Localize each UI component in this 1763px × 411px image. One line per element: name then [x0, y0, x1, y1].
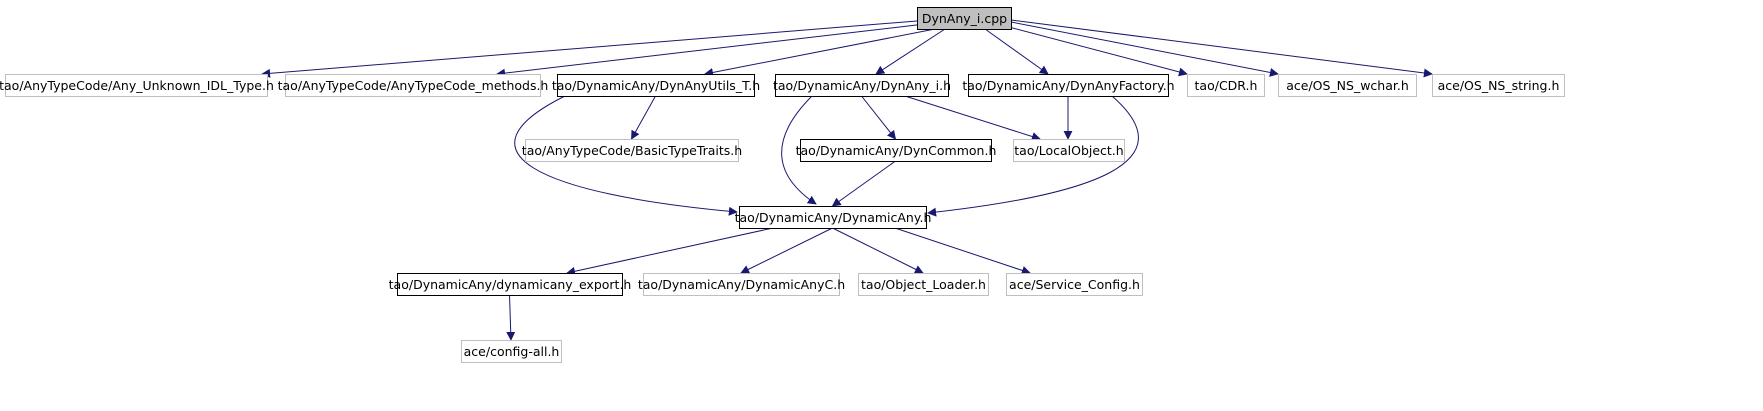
node-label-dyncommon: tao/DynamicAny/DynCommon.h [796, 143, 997, 158]
node-wchar[interactable]: ace/OS_NS_wchar.h [1278, 74, 1417, 97]
node-any_unknown[interactable]: tao/AnyTypeCode/Any_Unknown_IDL_Type.h [0, 74, 274, 97]
node-typecode_methods[interactable]: tao/AnyTypeCode/AnyTypeCode_methods.h [278, 74, 549, 97]
edge-dynanyutils-to-basictypetraits [631, 95, 656, 140]
node-box-cdr [1187, 74, 1265, 97]
node-label-dynamicany: tao/DynamicAny/DynamicAny.h [735, 210, 932, 225]
edge-dynanyutils-to-dynamicany [514, 95, 738, 216]
node-box-dynanyfactory [968, 74, 1169, 97]
node-label-dynanyutils: tao/DynamicAny/DynAnyUtils_T.h [552, 78, 760, 93]
node-label-any_unknown: tao/AnyTypeCode/Any_Unknown_IDL_Type.h [0, 78, 274, 93]
node-object_loader[interactable]: tao/Object_Loader.h [858, 273, 989, 296]
node-box-dyncommon [800, 139, 992, 162]
node-label-config_all: ace/config-all.h [464, 344, 560, 359]
node-box-wchar [1278, 74, 1417, 97]
edge-root-to-any_unknown [261, 20, 918, 78]
edge-root-to-string [1010, 19, 1433, 78]
node-box-typecode_methods [285, 74, 541, 97]
node-box-export [397, 273, 623, 296]
node-label-dynamicanyc: tao/DynamicAny/DynamicAnyC.h [638, 277, 845, 292]
node-label-localobject: tao/LocalObject.h [1014, 143, 1123, 158]
node-box-object_loader [858, 273, 989, 296]
node-config_all[interactable]: ace/config-all.h [461, 340, 562, 363]
node-label-string: ace/OS_NS_string.h [1438, 78, 1560, 93]
edge-root-to-dynanyfactory [984, 28, 1049, 75]
node-localobject[interactable]: tao/LocalObject.h [1013, 139, 1125, 162]
node-box-config_all [461, 340, 562, 363]
edge-dynamicany-to-object_loader [832, 227, 924, 274]
node-dynanyfactory[interactable]: tao/DynamicAny/DynAnyFactory.h [962, 74, 1175, 97]
node-box-dynamicany [739, 206, 927, 229]
edge-root-to-wchar [1010, 21, 1279, 77]
edge-root-to-typecode_methods [496, 23, 926, 78]
node-export[interactable]: tao/DynamicAny/dynamicany_export.h [389, 273, 632, 296]
node-label-object_loader: tao/Object_Loader.h [861, 277, 986, 292]
node-label-dynany_i: tao/DynamicAny/DynAny_i.h [773, 78, 951, 93]
node-box-service_config [1006, 273, 1143, 296]
edge-layer [261, 19, 1433, 341]
node-string[interactable]: ace/OS_NS_string.h [1432, 74, 1565, 97]
node-label-dynanyfactory: tao/DynamicAny/DynAnyFactory.h [962, 78, 1174, 93]
node-layer: DynAny_i.cpp tao/AnyTypeCode/Any_Unknown_… [0, 7, 1565, 363]
node-cdr[interactable]: tao/CDR.h [1187, 74, 1265, 97]
node-label-typecode_methods: tao/AnyTypeCode/AnyTypeCode_methods.h [278, 78, 549, 93]
node-box-localobject [1013, 139, 1125, 162]
node-basictypetraits[interactable]: tao/AnyTypeCode/BasicTypeTraits.h [522, 139, 742, 162]
node-box-root [917, 7, 1012, 30]
edge-export-to-config_all [506, 294, 516, 341]
node-label-basictypetraits: tao/AnyTypeCode/BasicTypeTraits.h [522, 143, 742, 158]
edge-dynamicany-to-service_config [894, 227, 1031, 275]
edge-dynany_i-to-dynamicany [781, 95, 817, 205]
node-label-wchar: ace/OS_NS_wchar.h [1286, 78, 1409, 93]
node-service_config[interactable]: ace/Service_Config.h [1006, 273, 1143, 296]
node-dynamicanyc[interactable]: tao/DynamicAny/DynamicAnyC.h [638, 273, 845, 296]
edge-root-to-cdr [1004, 25, 1188, 77]
edge-dynany_i-to-localobject [904, 95, 1041, 141]
edge-dynanyfactory-to-dynamicany [927, 95, 1139, 217]
node-dynamicany[interactable]: tao/DynamicAny/DynamicAny.h [735, 206, 932, 229]
node-label-root: DynAny_i.cpp [922, 11, 1007, 26]
node-label-service_config: ace/Service_Config.h [1009, 277, 1140, 292]
node-root[interactable]: DynAny_i.cpp [917, 7, 1012, 30]
edge-dynamicany-to-export [566, 227, 774, 276]
node-box-dynany_i [775, 74, 949, 97]
node-label-cdr: tao/CDR.h [1195, 78, 1258, 93]
node-dynanyutils[interactable]: tao/DynamicAny/DynAnyUtils_T.h [552, 74, 760, 97]
edge-dyncommon-to-dynamicany [831, 160, 896, 207]
edge-root-to-dynany_i [875, 28, 946, 75]
edge-dynamicany-to-dynamicanyc [740, 227, 833, 274]
node-box-any_unknown [5, 74, 268, 97]
node-dyncommon[interactable]: tao/DynamicAny/DynCommon.h [796, 139, 997, 162]
edge-root-to-dynanyutils [704, 28, 936, 77]
node-dynany_i[interactable]: tao/DynamicAny/DynAny_i.h [773, 74, 951, 97]
node-box-basictypetraits [525, 139, 739, 162]
node-box-string [1432, 74, 1565, 97]
node-box-dynamicanyc [643, 273, 840, 296]
edge-dynany_i-to-dyncommon [861, 95, 897, 140]
node-box-dynanyutils [557, 74, 755, 97]
node-label-export: tao/DynamicAny/dynamicany_export.h [389, 277, 632, 292]
